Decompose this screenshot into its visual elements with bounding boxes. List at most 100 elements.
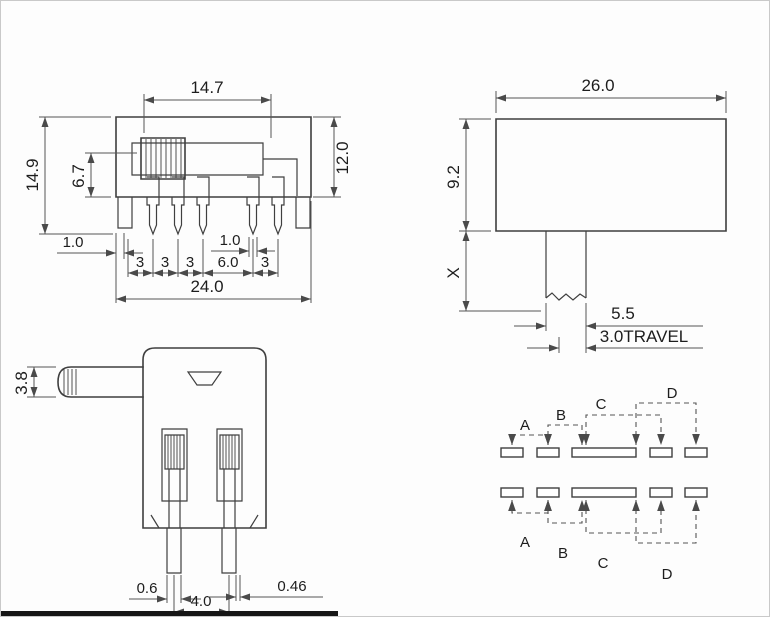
pad-top-common	[571, 447, 637, 458]
dim-total-height: 14.9	[23, 116, 113, 235]
dim-slider-width: 14.7	[143, 78, 272, 138]
pad-bottom-5	[684, 487, 708, 498]
dim-pin-offset: 1.0	[211, 232, 275, 257]
front-pin-2	[171, 197, 185, 236]
front-cover-step	[263, 158, 298, 196]
dim-stem-width-label: 5.5	[611, 304, 635, 323]
profile-contact-1	[164, 434, 185, 470]
profile-leg-2	[221, 528, 237, 574]
circuit-schematic: A B C D A B C D	[500, 385, 708, 583]
profile-leg-1	[166, 528, 182, 574]
dim-leg-pitch: 4.0	[173, 575, 230, 616]
profile-terminal-2	[216, 428, 243, 502]
pad-top-5	[684, 447, 708, 458]
front-pin-5	[271, 197, 285, 236]
link-top-b	[544, 424, 586, 445]
dim-leg-thickness: 0.46	[208, 575, 323, 601]
link-top-c	[582, 414, 665, 445]
dim-travel: 3.0TRAVEL	[527, 327, 703, 353]
side-view: 26.0 9.2 X 5.5 3.0TRAVEL	[444, 76, 727, 353]
profile-contact-2	[219, 434, 240, 470]
profile-leg-1-inner	[168, 469, 181, 528]
dim-total-width-label: 24.0	[190, 277, 223, 296]
link-bottom-b	[544, 500, 586, 524]
dim-side-height-label: 9.2	[444, 165, 463, 189]
profile-actuator	[57, 366, 144, 398]
front-body-outline	[115, 116, 312, 198]
dim-left-offset: 1.0	[57, 233, 143, 259]
dim-actuator-height-label: 3.8	[12, 371, 31, 395]
pad-bottom-2	[536, 487, 560, 498]
pad-bottom-1	[500, 487, 524, 498]
profile-actuator-hatch	[63, 369, 77, 395]
position-label-top-c: C	[596, 396, 607, 413]
profile-terminal-1	[161, 428, 188, 502]
dim-leg-thickness-label: 0.46	[277, 578, 306, 595]
front-pin-1	[146, 197, 160, 236]
side-body-outline	[495, 118, 727, 232]
profile-contact-1-hatch	[167, 435, 181, 469]
front-pin-4	[246, 197, 260, 236]
front-mount-tab-right	[295, 197, 311, 229]
dim-left-offset-label: 1.0	[63, 234, 84, 251]
pad-top-1	[500, 447, 524, 458]
link-bottom-a	[508, 500, 552, 514]
dim-stem-height: X	[444, 231, 541, 312]
link-top-a	[508, 434, 552, 445]
dim-inner-height: 6.7	[69, 152, 137, 198]
dim-side-width: 26.0	[495, 76, 727, 113]
position-label-top-d: D	[667, 385, 678, 402]
dim-pitch-5-label: 3	[261, 254, 269, 271]
dim-leg-pitch-label: 4.0	[191, 593, 212, 610]
pad-top-4	[649, 447, 673, 458]
side-stem	[545, 231, 587, 298]
dim-stem-height-label: X	[444, 267, 463, 278]
dim-leg-width: 0.6	[129, 575, 201, 603]
dim-total-height-label: 14.9	[23, 158, 42, 191]
front-knob-hatch	[145, 139, 182, 178]
scan-artifact-line	[1, 611, 338, 616]
dim-actuator-height: 3.8	[12, 366, 56, 398]
profile-body-outline	[142, 347, 267, 529]
front-view: 14.7 14.9 6.7 12.0 1.0	[23, 78, 352, 303]
dim-total-width: 24.0	[115, 201, 312, 303]
position-label-top-b: B	[556, 407, 566, 424]
dim-side-height: 9.2	[444, 118, 491, 232]
dim-inner-height-label: 6.7	[69, 164, 88, 188]
profile-detent-notch	[186, 371, 223, 386]
side-stem-break-line	[545, 292, 587, 301]
position-label-bottom-a: A	[520, 534, 530, 551]
dim-pitch-2-label: 3	[161, 254, 169, 271]
dim-body-height-label: 12.0	[333, 141, 352, 174]
profile-view: 3.8 0.6 4.0 0.46	[12, 347, 323, 616]
position-label-bottom-c: C	[598, 555, 609, 572]
front-slider-slot	[131, 142, 264, 176]
pad-top-2	[536, 447, 560, 458]
pad-bottom-4	[649, 487, 673, 498]
dim-leg-width-label: 0.6	[137, 580, 158, 597]
pad-bottom-common	[571, 487, 637, 498]
dim-pitch-3-label: 3	[186, 254, 194, 271]
profile-bottom-notches	[150, 514, 259, 529]
position-label-top-a: A	[520, 417, 530, 434]
dim-pin-offset-label: 1.0	[220, 232, 241, 249]
front-terminal-roots	[147, 176, 285, 197]
link-top-d	[632, 402, 700, 445]
dim-body-height: 12.0	[313, 116, 352, 198]
link-bottom-c	[582, 500, 665, 534]
dim-slider-width-label: 14.7	[190, 78, 223, 97]
dim-pitch-4-label: 6.0	[218, 254, 239, 271]
dim-travel-label: 3.0TRAVEL	[600, 327, 689, 346]
position-label-bottom-b: B	[558, 545, 568, 562]
front-knob	[140, 137, 186, 180]
profile-contact-2-hatch	[222, 435, 236, 469]
front-pin-3	[196, 197, 210, 236]
profile-leg-2-inner	[223, 469, 236, 528]
dim-pitch-chain: 3 3 3 6.0 3	[127, 239, 279, 277]
position-label-bottom-d: D	[662, 566, 673, 583]
dim-stem-width: 5.5	[514, 303, 703, 353]
link-bottom-d	[632, 500, 700, 544]
front-mount-tab-left	[117, 197, 133, 229]
